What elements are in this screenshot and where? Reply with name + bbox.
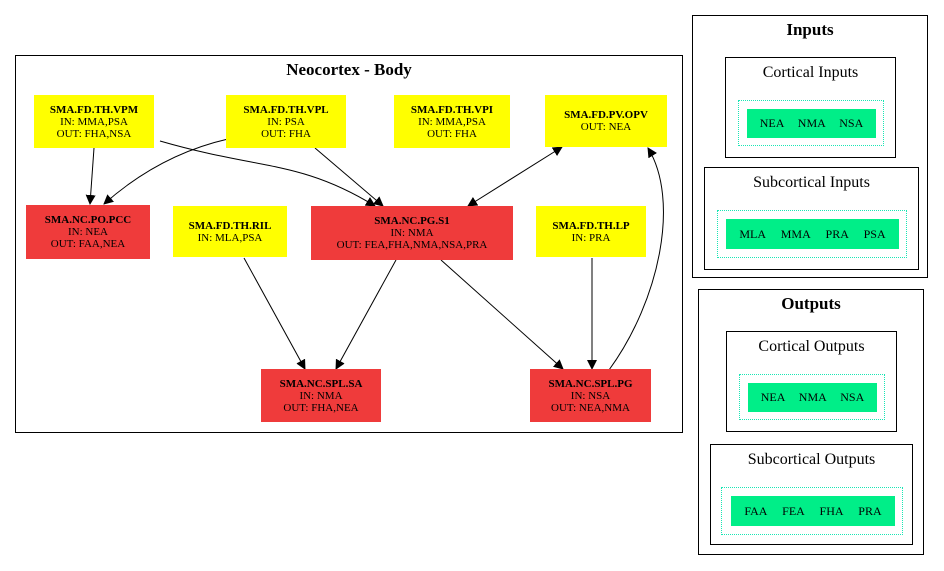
signal-chip: MLA: [739, 226, 767, 241]
node-in: IN: MMA,PSA: [60, 115, 128, 128]
subcortical-inputs-box: Subcortical Inputs MLA MMA PRA PSA: [704, 167, 919, 270]
node-sma-fd-th-vpm[interactable]: SMA.FD.TH.VPM IN: MMA,PSA OUT: FHA,NSA: [34, 95, 154, 148]
cortical-outputs-box: Cortical Outputs NEA NMA NSA: [726, 331, 897, 432]
cortical-inputs-box: Cortical Inputs NEA NMA NSA: [725, 57, 896, 158]
node-sma-nc-spl-pg[interactable]: SMA.NC.SPL.PG IN: NSA OUT: NEA,NMA: [530, 369, 651, 422]
edge-vpl-to-s1: [314, 147, 384, 207]
node-name: SMA.FD.TH.RIL: [188, 219, 272, 232]
edge-s1-to-pg: [440, 259, 564, 370]
signal-chip: NSA: [839, 116, 864, 130]
node-out: OUT: FAA,NEA: [50, 238, 126, 250]
edge-vpm-to-pcc: [85, 147, 96, 205]
node-sma-fd-th-lp[interactable]: SMA.FD.TH.LP IN: PRA: [536, 206, 646, 257]
edge-s1-to-sa: [335, 259, 397, 370]
subcortical-outputs-chips: FAA FEA FHA PRA: [731, 496, 895, 526]
node-out: OUT: FHA,NEA: [283, 401, 359, 414]
node-name: SMA.NC.PO.PCC: [44, 214, 132, 226]
signal-chip: NEA: [760, 390, 786, 404]
edge-s1-opv-bidirectional: [467, 146, 563, 207]
edge-pg-to-opv: [608, 147, 664, 371]
node-sma-nc-pg-s1[interactable]: SMA.NC.PG.S1 IN: NMA OUT: FEA,FHA,NMA,NS…: [311, 206, 513, 260]
node-in: IN: PRA: [571, 231, 611, 244]
edge-ril-to-sa: [243, 257, 306, 370]
signal-chip: FEA: [782, 503, 805, 518]
edge-vpm-to-s1: [159, 140, 376, 207]
node-name: SMA.NC.PG.S1: [374, 215, 450, 227]
inputs-title: Inputs: [786, 20, 834, 39]
subcortical-inputs-group: [717, 210, 907, 258]
node-sma-fd-th-vpl[interactable]: SMA.FD.TH.VPL IN: PSA OUT: FHA: [226, 95, 346, 148]
signal-chip: NEA: [759, 116, 785, 130]
node-in: IN: NEA: [67, 226, 109, 238]
node-sma-nc-spl-sa[interactable]: SMA.NC.SPL.SA IN: NMA OUT: FHA,NEA: [261, 369, 381, 422]
signal-chip: PRA: [858, 503, 882, 518]
node-out: OUT: FHA: [427, 127, 477, 140]
node-out: OUT: NEA,NMA: [551, 401, 630, 414]
edge-vpl-to-pcc: [103, 138, 229, 205]
node-sma-fd-th-vpi[interactable]: SMA.FD.TH.VPI IN: MMA,PSA OUT: FHA: [394, 95, 510, 148]
subcortical-inputs-chips: MLA MMA PRA PSA: [726, 219, 899, 249]
node-out: OUT: FHA: [261, 127, 311, 140]
cortical-outputs-title: Cortical Outputs: [758, 338, 865, 355]
node-name: SMA.FD.TH.LP: [552, 219, 630, 232]
node-name: SMA.FD.PV.OPV: [564, 109, 648, 121]
signal-chip: NMA: [797, 116, 826, 130]
subcortical-outputs-title: Subcortical Outputs: [747, 451, 876, 468]
node-sma-nc-po-pcc[interactable]: SMA.NC.PO.PCC IN: NEA OUT: FAA,NEA: [26, 205, 150, 259]
cluster-title: Neocortex - Body: [286, 60, 412, 79]
node-in: IN: PSA: [267, 115, 305, 128]
subcortical-inputs-title: Subcortical Inputs: [753, 174, 870, 191]
node-in: IN: MLA,PSA: [197, 231, 263, 244]
signal-chip: PRA: [825, 226, 849, 241]
outputs-cluster: Outputs Cortical Outputs NEA NMA NSA Sub…: [698, 289, 924, 555]
node-sma-fd-pv-opv[interactable]: SMA.FD.PV.OPV OUT: NEA: [545, 95, 667, 147]
node-in: IN: NMA: [299, 389, 343, 402]
node-name: SMA.FD.TH.VPI: [410, 103, 494, 116]
subcortical-outputs-box: Subcortical Outputs FAA FEA FHA PRA: [710, 444, 913, 545]
node-in: IN: NMA: [390, 227, 434, 239]
signal-chip: FHA: [819, 503, 844, 518]
cortical-inputs-chips: NEA NMA NSA: [747, 109, 876, 138]
signal-chip: FAA: [744, 503, 768, 518]
node-name: SMA.FD.TH.VPM: [49, 103, 139, 116]
signal-chip: PSA: [863, 226, 886, 241]
node-name: SMA.NC.SPL.SA: [279, 377, 363, 390]
cortical-inputs-title: Cortical Inputs: [762, 64, 859, 81]
node-sma-fd-th-ril[interactable]: SMA.FD.TH.RIL IN: MLA,PSA: [173, 206, 287, 257]
node-name: SMA.NC.SPL.PG: [548, 377, 633, 390]
cortical-outputs-group: [739, 374, 885, 420]
node-out: OUT: NEA: [580, 121, 632, 133]
signal-chip: NMA: [798, 390, 827, 404]
node-out: OUT: FEA,FHA,NMA,NSA,PRA: [336, 239, 488, 251]
node-name: SMA.FD.TH.VPL: [243, 103, 329, 116]
node-in: IN: MMA,PSA: [418, 115, 486, 128]
cortical-inputs-group: [738, 100, 884, 146]
outputs-title: Outputs: [781, 294, 841, 313]
inputs-cluster: Inputs Cortical Inputs NEA NMA NSA Subco…: [692, 15, 928, 278]
node-out: OUT: FHA,NSA: [56, 127, 132, 140]
cortical-outputs-chips: NEA NMA NSA: [748, 383, 877, 412]
signal-chip: NSA: [840, 390, 865, 404]
signal-chip: MMA: [780, 226, 811, 241]
node-in: IN: NSA: [570, 389, 611, 402]
subcortical-outputs-group: [721, 487, 903, 535]
